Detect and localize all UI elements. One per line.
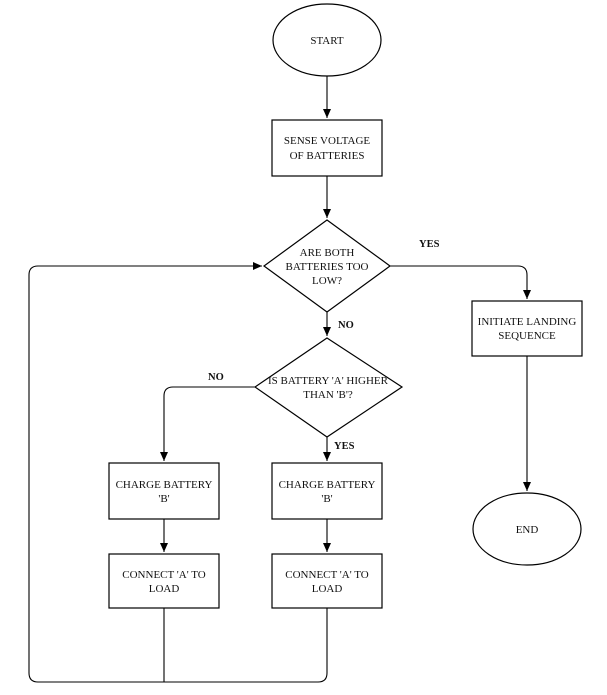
node-charge-battery-left: CHARGE BATTERY 'B' [108, 462, 220, 520]
start-label: START [310, 35, 344, 47]
edge-label-no-left: NO [208, 372, 224, 383]
both-low-label-line-1: ARE BOTH [300, 247, 355, 259]
end-label: END [516, 524, 539, 536]
both-low-label-line-2: BATTERIES TOO [285, 261, 368, 273]
connect-left-label-line-1: CONNECT 'A' TO [122, 569, 205, 581]
sense-label-line-2: OF BATTERIES [290, 150, 365, 162]
a-higher-label-line-1: IS BATTERY 'A' HIGHER [268, 375, 389, 387]
edge-label-no-down: NO [338, 320, 354, 331]
connect-right-label-line-2: LOAD [312, 583, 343, 595]
connectors [28, 76, 531, 683]
charge-left-label-line-2: 'B' [158, 493, 169, 505]
a-higher-label-line-2: THAN 'B'? [303, 389, 353, 401]
connect-left-label-line-2: LOAD [149, 583, 180, 595]
landing-label-line-1: INITIATE LANDING [478, 316, 577, 328]
charge-right-label-line-2: 'B' [321, 493, 332, 505]
edge-label-yes-down: YES [334, 441, 355, 452]
node-decision-both-low: ARE BOTH BATTERIES TOO LOW? [262, 219, 392, 313]
node-decision-a-higher: IS BATTERY 'A' HIGHER THAN 'B'? [253, 337, 404, 438]
node-start: START [272, 3, 382, 77]
node-initiate-landing: INITIATE LANDING SEQUENCE [471, 300, 583, 357]
node-connect-load-right: CONNECT 'A' TO LOAD [271, 553, 383, 609]
edge-loop-back-to-decision [28, 262, 328, 683]
node-charge-battery-right: CHARGE BATTERY 'B' [271, 462, 383, 520]
sense-label-line-1: SENSE VOLTAGE [284, 135, 370, 147]
node-connect-load-left: CONNECT 'A' TO LOAD [108, 553, 220, 609]
edge-label-yes-landing: YES [419, 239, 440, 250]
edge-a-higher-no-to-charge-left [160, 386, 255, 461]
edge-decision-yes-to-landing [390, 265, 531, 299]
charge-left-label-line-1: CHARGE BATTERY [116, 479, 213, 491]
node-sense-voltage: SENSE VOLTAGE OF BATTERIES [271, 119, 383, 177]
charge-right-label-line-1: CHARGE BATTERY [279, 479, 376, 491]
both-low-label-line-3: LOW? [312, 275, 342, 287]
connect-right-label-line-1: CONNECT 'A' TO [285, 569, 368, 581]
node-end: END [472, 492, 582, 566]
landing-label-line-2: SEQUENCE [498, 330, 556, 342]
